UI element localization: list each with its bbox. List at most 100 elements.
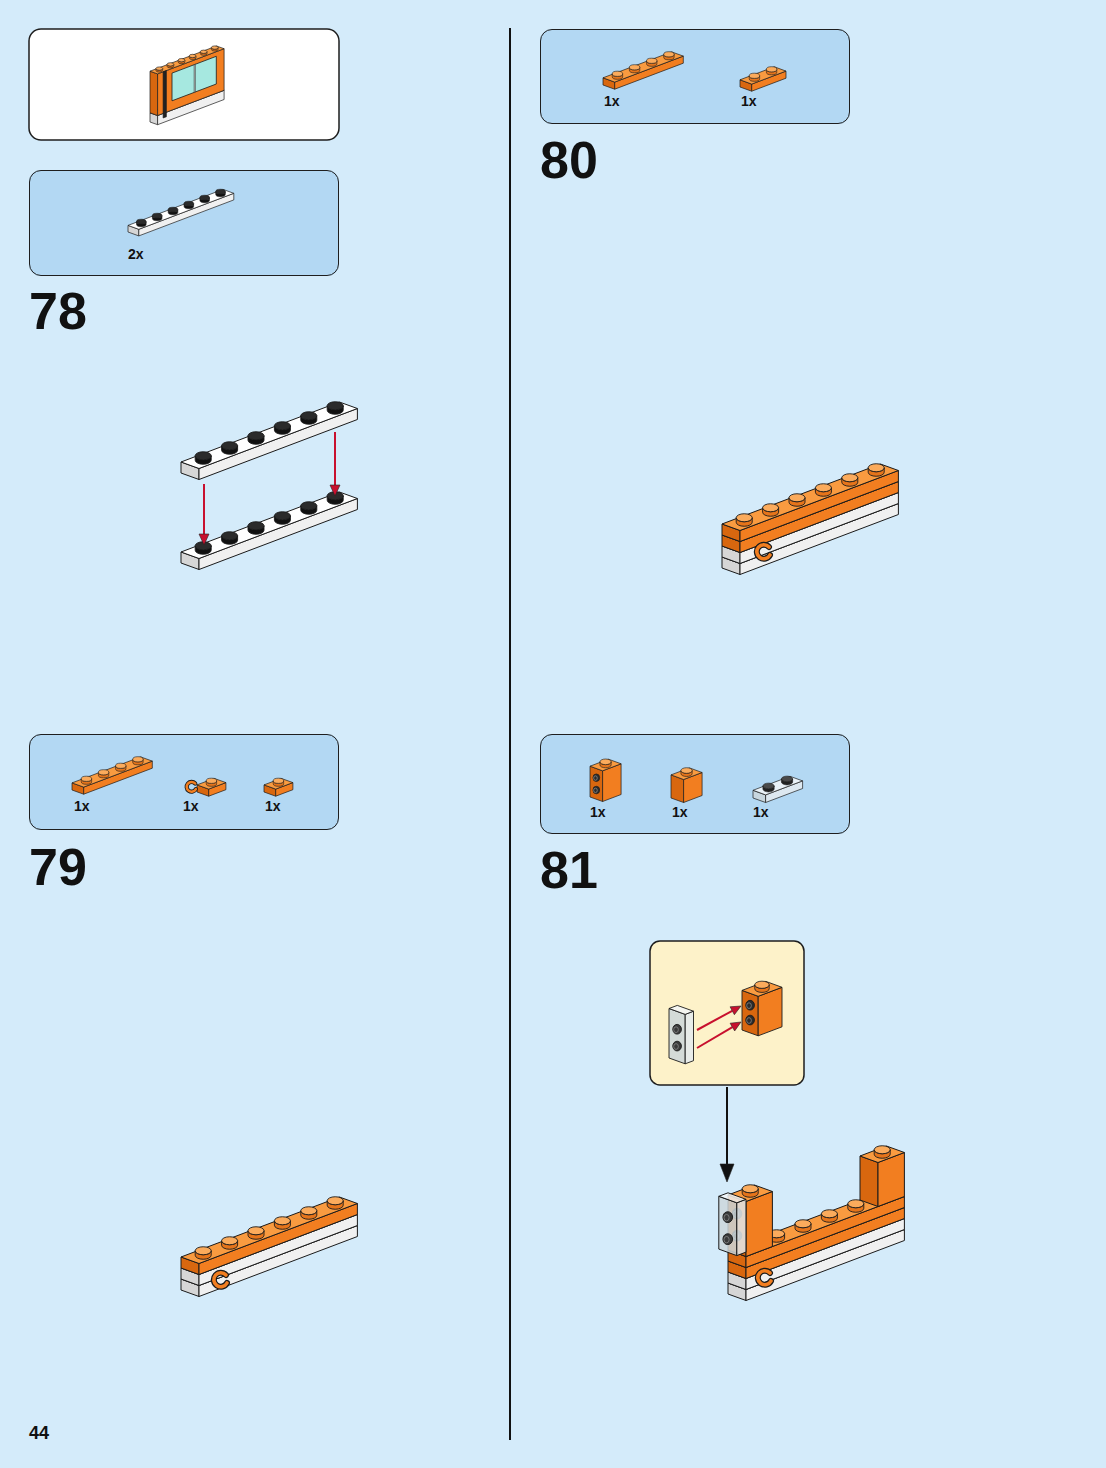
stud-top [222,442,238,450]
clip-outline [757,545,770,559]
arrow-head [199,534,209,545]
brick-front [199,409,357,480]
stud-top [137,219,147,224]
step-number: 79 [29,841,87,893]
clip-body [214,1273,227,1287]
stud-top [821,1210,837,1218]
parts-panel: 1x1x [540,29,850,124]
arrow-shaft [203,484,205,534]
step-number: 78 [29,285,87,337]
stud-top [736,514,752,522]
stud-top [222,1237,238,1245]
side-stud [723,1234,733,1245]
clip-outline [758,1271,771,1285]
side-stud-rim [674,1044,679,1050]
stud-top [273,778,283,783]
brick-top [722,464,898,531]
part-quantity: 1x [183,798,199,814]
step-number: 80 [540,134,598,186]
stud-top [216,189,226,194]
side-stud [723,1212,733,1223]
brick-top [181,492,357,559]
brick-top [128,189,234,229]
brick-top [72,757,152,787]
stud-top [795,1220,811,1228]
window-bar [194,64,195,92]
side-stud-rim [747,1018,752,1024]
stud-top [789,494,805,502]
part-quantity: 1x [604,93,620,109]
part-quantity: 2x [128,246,144,262]
brick-top [264,778,293,789]
side-stud [746,1000,755,1010]
page-number: 44 [29,1424,49,1442]
stud-top [681,768,692,774]
stud-top [600,759,611,765]
parts-panel-fill [540,734,850,834]
stud-top [755,981,769,988]
part-quantity: 1x [590,804,606,820]
brick-front [737,1199,746,1255]
stud-top [152,213,162,218]
stud-top [189,54,196,57]
brick-top [742,981,782,996]
brick-end [669,1009,685,1064]
parts-panel-fill [540,29,850,124]
step-number: 81 [540,844,598,896]
arrow-shaft [697,1027,732,1048]
brick-front [199,1204,357,1275]
arrow-head [730,1006,741,1015]
brick-top [860,1146,904,1163]
stud-top [612,71,622,76]
submodel-preview-box [29,29,339,140]
side-stud [593,774,600,782]
clip-outline [214,1273,227,1287]
stud-top [248,432,264,440]
stud-top [766,67,776,72]
part-quantity: 1x [753,804,769,820]
brick-top [590,759,621,771]
window-glass [172,56,216,101]
arrow-head [730,1022,741,1031]
stud-top [248,522,264,530]
door-post [163,71,166,118]
parts-panel-fill [29,734,339,830]
stud-top [629,65,639,70]
part-quantity: 1x [672,804,688,820]
stud-top [868,464,884,472]
stud-top [274,512,290,520]
stud-top [301,1207,317,1215]
side-stud-rim [594,776,598,780]
brick-top [603,52,683,82]
side-stud-rim [674,1027,679,1033]
callout-box [650,941,804,1085]
stud-top [168,207,178,212]
stud-top [763,504,779,512]
brick-front [199,499,357,570]
stud-top [178,58,185,61]
brick-front [685,1011,693,1064]
clip-outline [187,782,196,792]
arrow-shaft [726,1087,728,1164]
stud-top [222,532,238,540]
side-stud-rim [747,1003,752,1009]
brick-end [150,71,158,115]
brick-top [719,1193,746,1203]
stud-top [211,46,218,49]
brick-end [742,990,758,1035]
stud-top [842,474,858,482]
brick-front [139,193,234,236]
stud-top [156,67,163,70]
clip-body [187,782,196,792]
stud-top [781,776,792,782]
stud-top [647,58,657,63]
stud-top [301,502,317,510]
brick-top [181,402,357,469]
stud-top [133,757,143,762]
side-stud-rim [724,1236,729,1242]
stud-top [195,1247,211,1255]
side-stud [673,1024,682,1034]
stud-top [848,1200,864,1208]
brick-top [671,768,702,780]
stud-top [200,195,210,200]
